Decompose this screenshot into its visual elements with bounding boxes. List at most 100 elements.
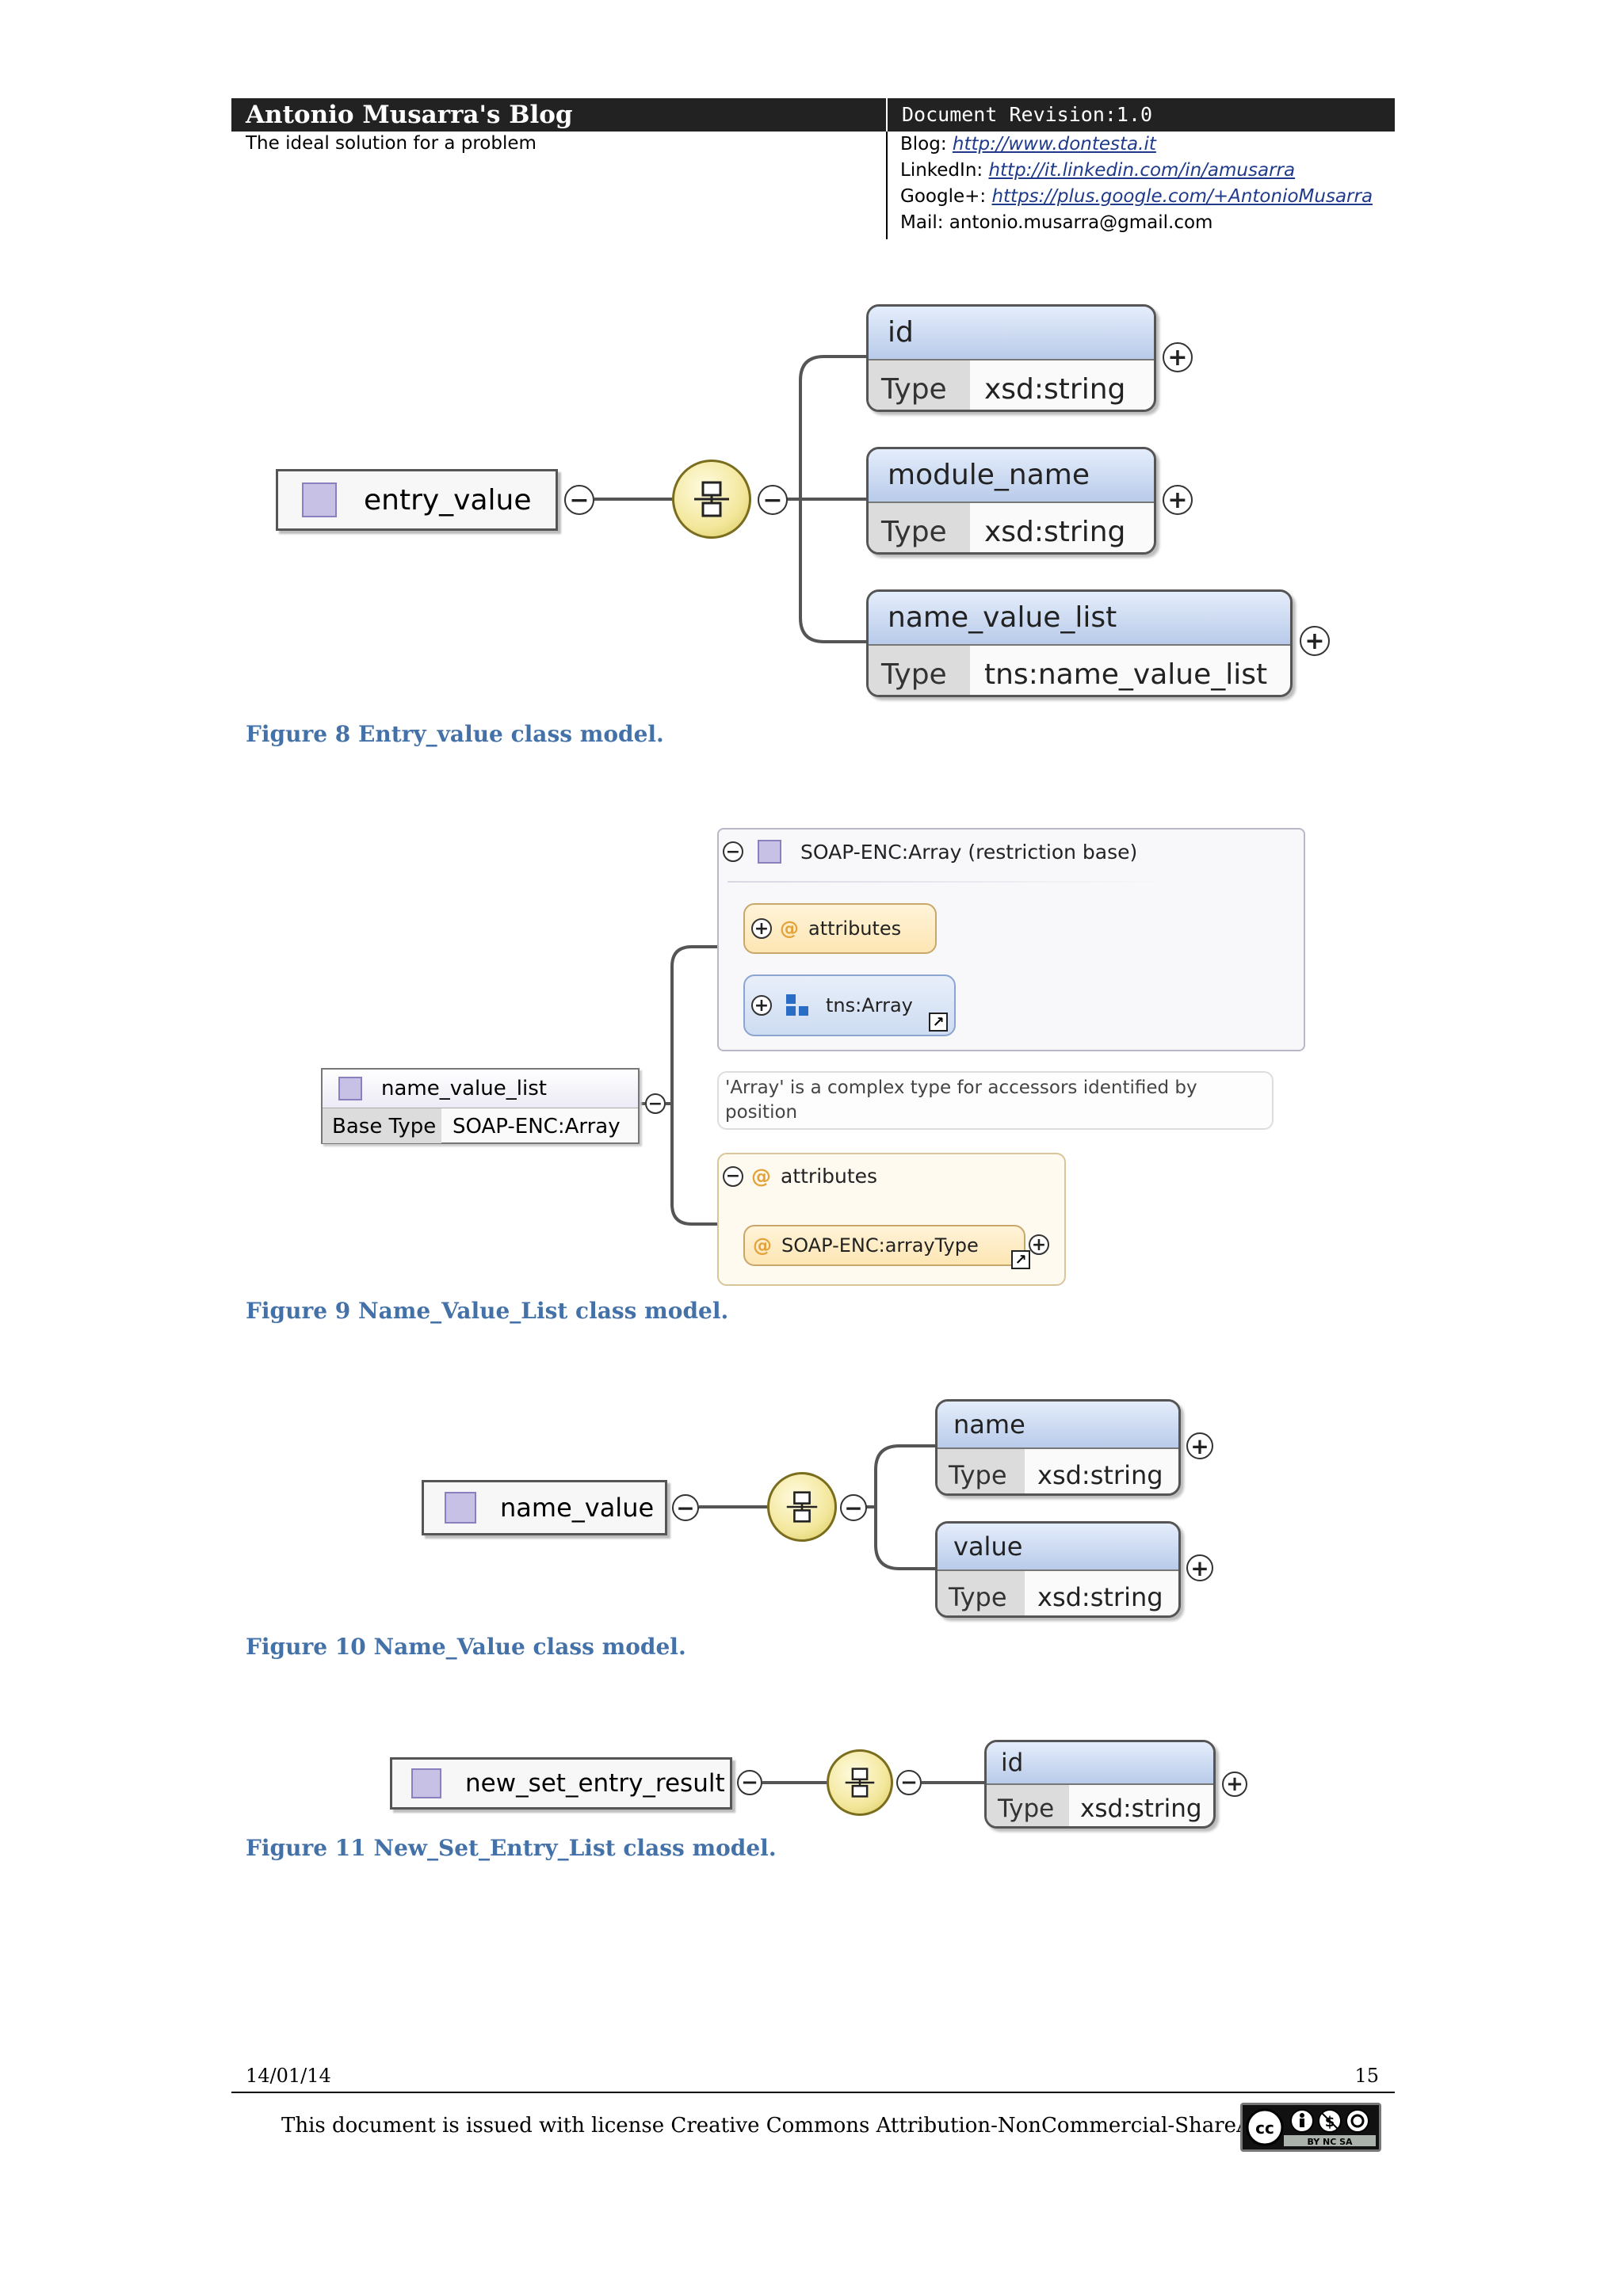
badge-text: BY NC SA (1307, 2137, 1353, 2147)
expand-icon[interactable]: + (751, 918, 772, 939)
linkedin-link[interactable]: http://it.linkedin.com/in/amusarra (988, 160, 1296, 181)
blog-label: Blog: (900, 134, 953, 154)
type-label: Type (938, 1571, 1025, 1615)
restriction-header[interactable]: − SOAP-ENC:Array (restriction base) (723, 840, 1137, 864)
array-type-label: SOAP-ENC:arrayType (781, 1234, 979, 1257)
expand-icon[interactable]: + (1300, 626, 1330, 656)
type-value: xsd:string (1080, 1794, 1202, 1823)
mail-info: Mail: antonio.musarra@gmail.com (900, 212, 1213, 233)
entry-value-element[interactable]: entry_value (276, 469, 558, 531)
type-value: xsd:string (984, 373, 1126, 406)
sequence-glyph-icon (786, 1491, 818, 1523)
google-label: Google+: (900, 186, 992, 207)
array-type-attribute[interactable]: @ SOAP-ENC:arrayType (743, 1225, 1025, 1266)
collapse-icon[interactable]: − (723, 1165, 743, 1187)
child-element-value[interactable]: value Type xsd:string (935, 1521, 1181, 1618)
type-label: Type (869, 646, 970, 695)
type-value: xsd:string (1037, 1582, 1163, 1612)
documentation-tooltip: 'Array' is a complex type for accessors … (717, 1071, 1274, 1130)
element-icon (302, 482, 337, 517)
type-label: Type (869, 360, 970, 410)
collapse-icon[interactable]: − (896, 1770, 922, 1795)
element-name: name_value (500, 1493, 655, 1523)
cc-badge-icon: cc $ BY NC SA (1243, 2105, 1379, 2149)
collapse-icon[interactable]: − (723, 841, 743, 862)
collapse-icon[interactable]: − (645, 1093, 666, 1114)
figure-8-caption: Figure 8 Entry_value class model. (246, 721, 664, 747)
blog-link[interactable]: http://www.dontesta.it (952, 134, 1156, 154)
figure-9-caption: Figure 9 Name_Value_List class model. (246, 1298, 729, 1324)
blog-subtitle: The ideal solution for a problem (246, 133, 537, 154)
header-divider (886, 132, 888, 239)
new-set-entry-result-element[interactable]: new_set_entry_result (390, 1757, 732, 1810)
type-icon (758, 840, 781, 864)
child-name: module_name (869, 449, 1154, 502)
element-icon (411, 1768, 441, 1798)
name-value-list-type[interactable]: name_value_list Base Type SOAP-ENC:Array (321, 1068, 640, 1144)
element-name: entry_value (364, 483, 532, 517)
figure-10-caption: Figure 10 Name_Value class model. (246, 1634, 686, 1660)
expand-icon[interactable]: + (1163, 342, 1193, 372)
footer-rule (231, 2092, 1395, 2093)
type-icon (338, 1077, 362, 1100)
expand-icon[interactable]: + (1186, 1432, 1213, 1459)
child-name: value (938, 1524, 1178, 1569)
attribute-icon: @ (780, 917, 799, 940)
child-element-id[interactable]: id Type xsd:string (866, 304, 1156, 412)
svg-text:$: $ (1325, 2114, 1335, 2130)
child-element-module-name[interactable]: module_name Type xsd:string (866, 447, 1156, 555)
linkedin-label: LinkedIn: (900, 160, 989, 181)
linkedin-info: LinkedIn: http://it.linkedin.com/in/amus… (900, 158, 1295, 184)
collapse-icon[interactable]: − (737, 1770, 762, 1795)
restriction-label: SOAP-ENC:Array (restriction base) (800, 840, 1138, 864)
figure-11-caption: Figure 11 New_Set_Entry_List class model… (246, 1835, 777, 1861)
type-label: Type (938, 1449, 1025, 1493)
expand-icon[interactable]: + (1163, 485, 1193, 515)
collapse-icon[interactable]: − (672, 1494, 699, 1521)
element-icon (445, 1492, 476, 1524)
attributes-group[interactable]: + @ attributes (743, 903, 937, 954)
collapse-icon[interactable]: − (564, 485, 594, 515)
type-name: name_value_list (381, 1077, 547, 1100)
reference-arrow-icon: ↗ (929, 1013, 948, 1032)
blog-info: Blog: http://www.dontesta.it (900, 132, 1156, 158)
sequence-glyph-icon (845, 1768, 875, 1798)
google-link[interactable]: https://plus.google.com/+AntonioMusarra (991, 186, 1373, 207)
child-name: id (869, 307, 1154, 359)
attributes-header[interactable]: − @ attributes (723, 1165, 877, 1188)
sequence-icon[interactable] (672, 460, 751, 539)
collapse-icon[interactable]: − (840, 1494, 867, 1521)
type-value: xsd:string (1037, 1460, 1163, 1490)
page-number: 15 (1354, 2065, 1379, 2087)
expand-icon[interactable]: + (751, 995, 772, 1016)
collapse-icon[interactable]: − (758, 485, 788, 515)
footer-date: 14/01/14 (246, 2065, 331, 2087)
tns-array-label: tns:Array (826, 994, 913, 1016)
attribute-icon: @ (753, 1234, 772, 1257)
type-value: xsd:string (984, 516, 1126, 548)
expand-icon[interactable]: + (1029, 1234, 1049, 1255)
child-name: name (938, 1402, 1178, 1447)
expand-icon[interactable]: + (1222, 1772, 1247, 1797)
google-info: Google+: https://plus.google.com/+Antoni… (900, 184, 1373, 210)
expand-icon[interactable]: + (1186, 1554, 1213, 1581)
element-name: new_set_entry_result (465, 1769, 725, 1798)
sequence-glyph-icon (694, 481, 729, 517)
sequence-icon[interactable] (827, 1749, 893, 1816)
document-revision: Document Revision:1.0 (886, 98, 1395, 132)
tns-array-reference[interactable]: + tns:Array (743, 974, 956, 1036)
sequence-icon[interactable] (767, 1472, 837, 1542)
blog-title: Antonio Musarra's Blog (231, 98, 886, 132)
attribute-icon: @ (751, 1165, 771, 1188)
child-element-name-value-list[interactable]: name_value_list Type tns:name_value_list (866, 589, 1293, 697)
child-element-id[interactable]: id Type xsd:string (984, 1740, 1216, 1829)
child-element-name[interactable]: name Type xsd:string (935, 1399, 1181, 1496)
base-type-value: SOAP-ENC:Array (453, 1115, 621, 1138)
child-name: name_value_list (869, 592, 1290, 644)
attributes-header-label: attributes (781, 1165, 878, 1188)
name-value-element[interactable]: name_value (422, 1480, 667, 1535)
license-text: This document is issued with license Cre… (281, 2114, 1289, 2138)
creative-commons-badge-icon: cc $ BY NC SA (1240, 2103, 1381, 2152)
type-label: Type (869, 503, 970, 552)
